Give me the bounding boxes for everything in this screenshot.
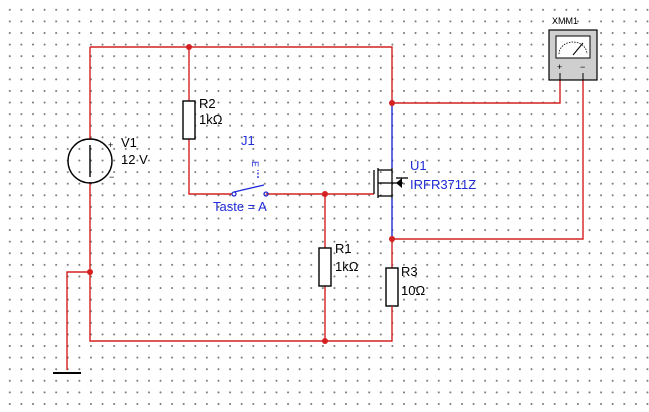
u1-mosfet[interactable]: U1 IRFR3711Z (373, 158, 476, 198)
junction-drain (389, 100, 395, 106)
j1-switch[interactable]: J1 E Taste = A (213, 133, 269, 214)
r3-ref-label: R3 (401, 264, 418, 279)
junctions (87, 44, 395, 344)
r2-resistor[interactable]: R2 1kΩ (182, 96, 223, 140)
xmm1-ref-label: XMM1 (552, 16, 578, 26)
junction-bottom (322, 338, 328, 344)
j1-key-label: Taste = A (213, 199, 267, 214)
r2-value-label: 1kΩ (199, 112, 223, 127)
u1-value-label: IRFR3711Z (410, 177, 476, 192)
r1-ref-label: R1 (335, 241, 352, 256)
wire-ground (66, 271, 90, 370)
j1-ref-label: J1 (241, 133, 255, 148)
xmm1-multimeter[interactable]: XMM1 + − (548, 16, 598, 81)
wires-red (66, 46, 584, 370)
wire-drain (392, 80, 561, 104)
j1-key-mark: E (250, 161, 260, 167)
wire-source-r3 (392, 80, 584, 240)
v1-value-label: 12 V (121, 152, 148, 167)
wire-v1-bottom (89, 182, 393, 342)
v1-source[interactable]: + − V1 12 V (67, 135, 148, 184)
junction-gate (322, 191, 328, 197)
junction-ground (87, 269, 93, 275)
wire-top-right (189, 46, 393, 103)
r3-resistor[interactable]: R3 10Ω (385, 264, 425, 318)
xmm1-minus-terminal: − (580, 62, 585, 72)
v1-plus-sign: + (108, 140, 113, 150)
junction-source (389, 236, 395, 242)
r1-value-label: 1kΩ (335, 259, 359, 274)
r1-resistor[interactable]: R1 1kΩ (318, 241, 359, 287)
v1-minus-sign: − (109, 172, 114, 182)
r3-value-label: 10Ω (401, 283, 425, 298)
wire-r2-bottom (188, 139, 232, 195)
u1-ref-label: U1 (410, 158, 427, 173)
junction-top (186, 44, 192, 50)
v1-ref-label: V1 (121, 135, 137, 150)
r2-ref-label: R2 (199, 96, 216, 111)
xmm1-plus-terminal: + (557, 62, 562, 72)
